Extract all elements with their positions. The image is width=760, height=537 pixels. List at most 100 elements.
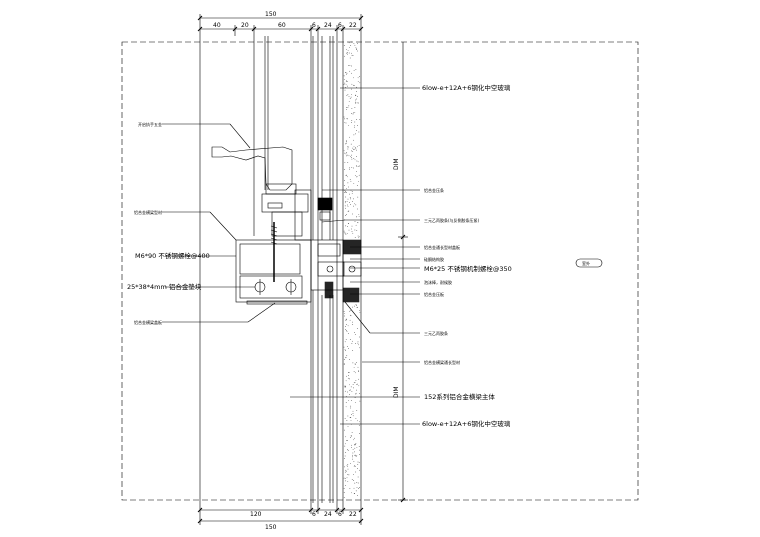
glass-stipple-dot	[345, 141, 347, 142]
glass-stipple-dot	[356, 171, 357, 173]
glass-stipple-dot	[347, 325, 349, 327]
glass-stipple-dot	[345, 452, 347, 453]
glass-stipple-dot	[355, 471, 357, 473]
glass-stipple-dot	[355, 69, 357, 70]
top-dim-seg-6: 6	[338, 22, 342, 29]
glass-stipple-dot	[346, 107, 347, 108]
glass-stipple-dot	[345, 406, 347, 408]
glass-stipple-dot	[348, 52, 350, 54]
glass-stipple-dot	[345, 339, 347, 341]
bottom-dim-overall: 150	[265, 524, 277, 531]
glass-stipple-dot	[350, 407, 351, 409]
left-leaders	[162, 123, 276, 323]
glass-stipple-dot	[346, 214, 347, 215]
glass-stipple-dot	[357, 461, 359, 463]
glass-stipple-dot	[351, 343, 353, 344]
label-m6x25-bolt: M6*25 不锈钢机制螺栓@350	[424, 264, 512, 273]
glass-stipple-dot	[345, 196, 347, 198]
glass-stipple-dot	[345, 318, 347, 320]
glass-stipple-dot	[343, 362, 345, 364]
glass-stipple-dot	[355, 392, 357, 394]
glass-stipple-dot	[352, 55, 354, 56]
glass-stipple-dot	[344, 312, 346, 314]
glass-stipple-dot	[352, 350, 354, 351]
glass-stipple-dot	[353, 139, 354, 141]
glass-stipple-dot	[348, 100, 350, 102]
glass-stipple-dot	[348, 186, 349, 188]
glass-stipple-dot	[359, 433, 360, 434]
glass-stipple-dot	[351, 108, 353, 109]
vertical-dim-upper: DIM	[393, 158, 400, 170]
glass-stipple-dot	[345, 402, 347, 403]
glass-stipple-dot	[358, 131, 360, 133]
glass-stipple-dot	[348, 372, 349, 373]
glass-stipple-dot	[345, 191, 346, 192]
glass-stipple-dot	[346, 109, 348, 111]
glass-stipple-dot	[349, 339, 351, 340]
glass-stipple-dot	[347, 211, 349, 212]
glass-stipple-dot	[353, 126, 355, 128]
glass-stipple-dot	[350, 417, 352, 418]
glass-stipple-dot	[355, 102, 356, 104]
glass-stipple-dot	[347, 148, 349, 150]
glass-stipple-dot	[346, 187, 347, 189]
glass-stipple-dot	[343, 45, 345, 46]
glass-stipple-dot	[351, 65, 352, 67]
glass-stipple-dot	[347, 415, 349, 417]
glass-stipple-dot	[350, 88, 352, 90]
glass-stipple-dot	[345, 72, 346, 73]
top-dim-seg-2: 20	[241, 22, 249, 29]
glass-stipple-dot	[349, 167, 350, 169]
glass-stipple-dot	[346, 73, 347, 75]
glass-stipple-dot	[350, 155, 351, 157]
glass-stipple-dot	[347, 333, 349, 334]
glass-stipple-dot	[347, 449, 349, 450]
glass-stipple-dot	[358, 145, 360, 147]
glass-stipple-dot	[357, 495, 358, 496]
glass-stipple-dot	[344, 118, 345, 120]
glass-stipple-dot	[347, 468, 349, 470]
glass-stipple-dot	[353, 77, 354, 79]
glass-stipple-dot	[351, 54, 353, 56]
glass-stipple-dot	[359, 454, 360, 455]
glass-stipple-dot	[348, 155, 350, 157]
glass-stipple-dot	[353, 167, 354, 169]
glass-stipple-dot	[346, 174, 347, 176]
glass-stipple-dot	[354, 174, 356, 176]
glass-stipple-dot	[350, 463, 351, 465]
glass-stipple-dot	[356, 208, 358, 210]
glass-stipple-dot	[358, 180, 359, 182]
glass-stipple-dot	[356, 482, 358, 483]
glass-stipple-dot	[358, 378, 360, 380]
glass-stipple-dot	[347, 49, 349, 51]
glass-stipple-dot	[344, 485, 346, 486]
glass-stipple-dot	[344, 445, 346, 447]
glass-stipple-dot	[352, 198, 354, 200]
glass-stipple-dot	[354, 121, 356, 123]
glass-stipple-dot	[349, 394, 350, 395]
glass-stipple-dot	[353, 43, 355, 45]
glass-stipple-dot	[345, 396, 347, 397]
glass-stipple-dot	[353, 182, 355, 184]
glass-stipple-dot	[343, 311, 345, 312]
glass-stipple-dot	[356, 383, 357, 385]
glass-stipple-dot	[356, 48, 358, 50]
glass-stipple-dot	[356, 307, 358, 309]
glass-stipple-dot	[354, 447, 356, 449]
glass-stipple-dot	[348, 96, 350, 98]
glass-stipple-dot	[354, 203, 355, 205]
glass-stipple-dot	[354, 229, 356, 231]
right-leaders	[290, 87, 420, 425]
label-epdm-gasket-top: 三元乙丙胶条(与反侧胶条压紧)	[424, 217, 480, 223]
top-dim-seg-4: 6	[312, 22, 316, 29]
glass-stipple-dot	[353, 134, 355, 136]
glass-stipple-dot	[346, 375, 347, 377]
glass-stipple-dot	[357, 341, 359, 343]
glass-stipple-dot	[357, 102, 359, 104]
glass-stipple-dot	[357, 125, 358, 126]
glass-stipple-dot	[351, 447, 352, 449]
glass-stipple-dot	[356, 216, 358, 218]
glass-stipple-dot	[346, 72, 348, 74]
glass-stipple-dot	[347, 52, 348, 53]
